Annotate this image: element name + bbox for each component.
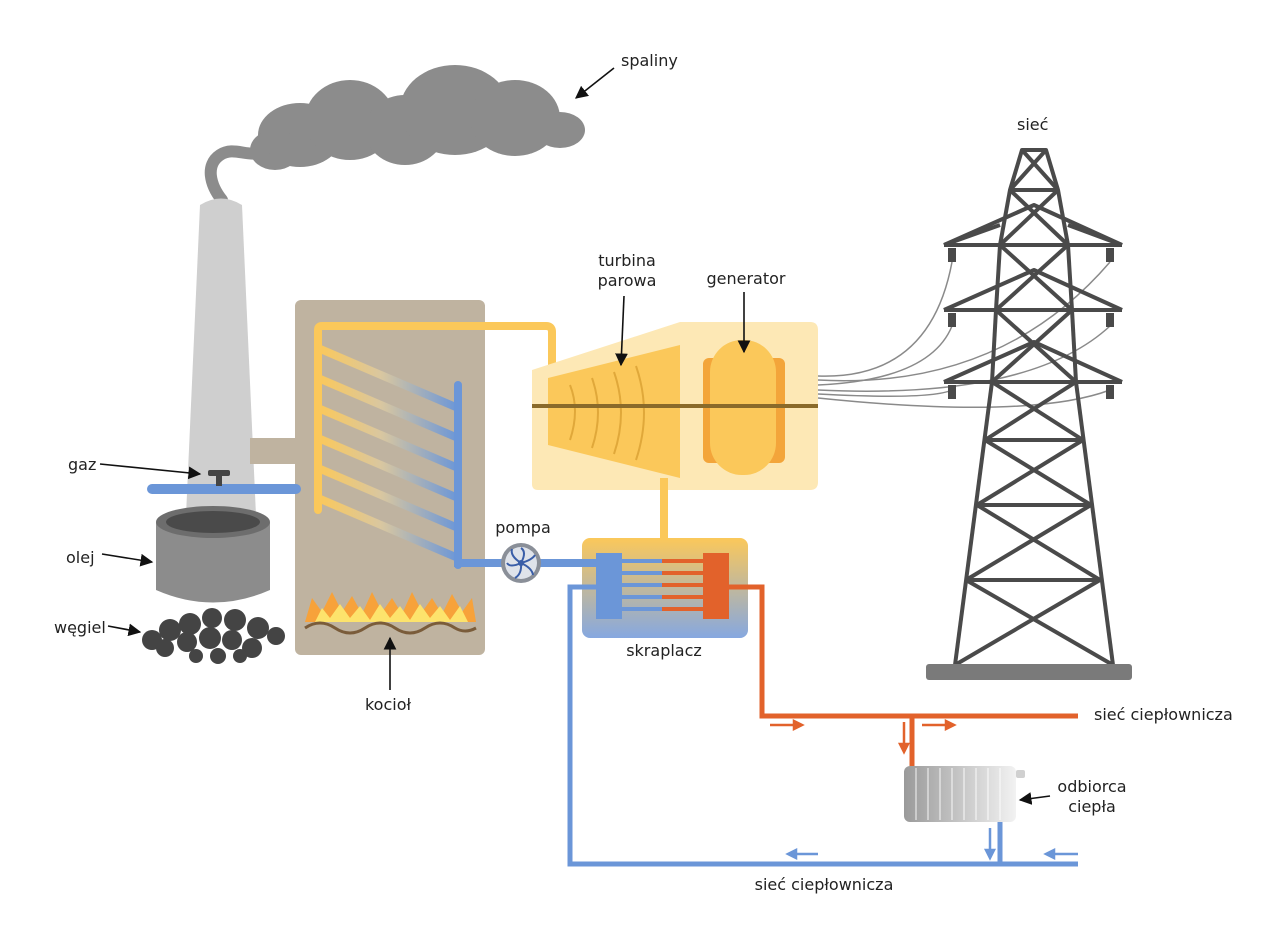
heat-return-pipe <box>567 584 1078 867</box>
label-exhaust: spaliny <box>621 51 678 70</box>
boiler-coil <box>314 331 462 569</box>
label-boiler: kocioł <box>365 695 412 714</box>
label-heat-consumer-line2: ciepła <box>1068 797 1116 816</box>
label-turbine-line2: parowa <box>598 271 657 290</box>
flow-arrows-cold <box>785 828 1078 861</box>
label-heat-consumer-line1: odbiorca <box>1057 777 1126 796</box>
steam-pipe <box>314 322 556 370</box>
tower-base <box>926 664 1132 680</box>
smoke-trail <box>204 144 271 206</box>
label-coal: węgiel <box>54 618 106 637</box>
flow-arrows-hot <box>770 718 957 755</box>
label-turbine-line1: turbina <box>598 251 656 270</box>
coal-pile <box>142 608 285 664</box>
turbine-blades <box>569 365 645 461</box>
label-pump: pompa <box>495 518 551 537</box>
label-gas: gaz <box>68 455 96 474</box>
label-oil: olej <box>66 548 95 567</box>
label-heat-network-supply: sieć ciepłownicza <box>1094 705 1233 724</box>
pump-icon <box>501 543 541 583</box>
chimney-boiler-duct <box>250 438 300 464</box>
pointer-arrows <box>99 67 1051 805</box>
condenser-tubes <box>622 559 703 611</box>
transmission-tower <box>943 148 1123 667</box>
condenser-cold-header <box>596 553 622 619</box>
feedwater-pipe <box>454 559 596 567</box>
steam-turbine <box>548 345 680 478</box>
tower-insulators <box>948 248 1114 399</box>
label-heat-network-return: sieć ciepłownicza <box>755 875 894 894</box>
label-grid: sieć <box>1017 115 1048 134</box>
gas-valve-icon <box>208 470 230 486</box>
label-condenser: skraplacz <box>626 641 702 660</box>
condenser-hot-header <box>703 553 729 619</box>
chimney <box>184 198 258 560</box>
radiator-icon <box>904 766 1025 822</box>
heat-supply-pipe <box>729 584 1078 719</box>
smoke-cloud <box>250 65 585 170</box>
fire-icon <box>304 592 477 635</box>
label-generator: generator <box>706 269 785 288</box>
oil-barrel <box>156 506 270 603</box>
